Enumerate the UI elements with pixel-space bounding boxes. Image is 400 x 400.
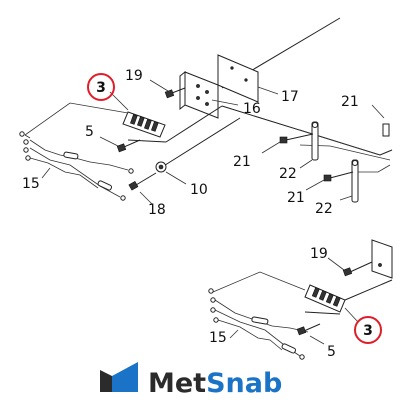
bracket-detail-lower [371, 239, 393, 279]
highlight-circle-bottom [354, 316, 382, 344]
leader-16 [211, 99, 239, 106]
callout-17: 17 [281, 89, 299, 105]
callout-22-b: 22 [315, 201, 333, 217]
leader-5-top [99, 136, 119, 147]
logo-text: MetSnab [148, 368, 282, 399]
callout-21-b: 21 [233, 154, 251, 170]
screw-part-19-top [164, 87, 186, 99]
callout-5-bottom: 5 [327, 344, 336, 360]
leader-21-b [261, 141, 281, 154]
ground-straps-right [279, 121, 393, 203]
screw-part-19-bottom [342, 261, 373, 277]
screw-part-5-bottom [296, 323, 321, 336]
callout-15-top: 15 [22, 176, 40, 192]
callout-21-c: 21 [287, 190, 305, 206]
leader-10 [165, 171, 187, 185]
leader-21-c [305, 179, 325, 191]
callout-19-bottom: 19 [310, 246, 328, 262]
leader-17 [257, 86, 279, 95]
wire-harness-bottom [208, 271, 341, 360]
leader-15-top [41, 167, 51, 179]
leader-22-a [299, 159, 313, 169]
callout-15-bottom: 15 [209, 330, 227, 346]
leader-19-top [149, 79, 169, 92]
terminal-block-part-3-top [122, 111, 166, 138]
nut-part-10 [155, 117, 241, 173]
terminal-block-part-3-bottom [304, 279, 393, 313]
leader-19-bottom [327, 257, 345, 271]
leader-3-bottom [344, 307, 359, 323]
logo-text-snab: Snab [206, 368, 282, 399]
callout-3-top: 3 [96, 80, 106, 96]
wire-harness-top [19, 102, 223, 201]
callout-5-top: 5 [85, 124, 94, 140]
plate-part-17 [217, 54, 259, 103]
bracket-part-16 [179, 70, 219, 119]
screw-part-5-top [116, 139, 141, 153]
leader-18 [139, 191, 153, 205]
metsnab-logo-icon [100, 362, 138, 392]
leader-21-a [371, 104, 385, 119]
logo-text-met: Met [148, 368, 206, 399]
leader-15-bottom [229, 329, 239, 339]
callout-3-bottom: 3 [363, 323, 373, 339]
leader-3-top [109, 91, 129, 111]
callout-10: 10 [190, 182, 208, 198]
leader-5-bottom [309, 335, 325, 345]
callout-18: 18 [148, 202, 166, 218]
leader-22-b [339, 195, 353, 201]
callout-19-top: 19 [125, 68, 143, 84]
callout-21-a: 21 [341, 94, 359, 110]
screw-part-18 [128, 172, 157, 191]
callout-16: 16 [243, 101, 261, 117]
highlight-circle-top [87, 73, 115, 101]
metsnab-logo: MetSnab [100, 362, 282, 399]
callout-22-a: 22 [279, 166, 297, 182]
